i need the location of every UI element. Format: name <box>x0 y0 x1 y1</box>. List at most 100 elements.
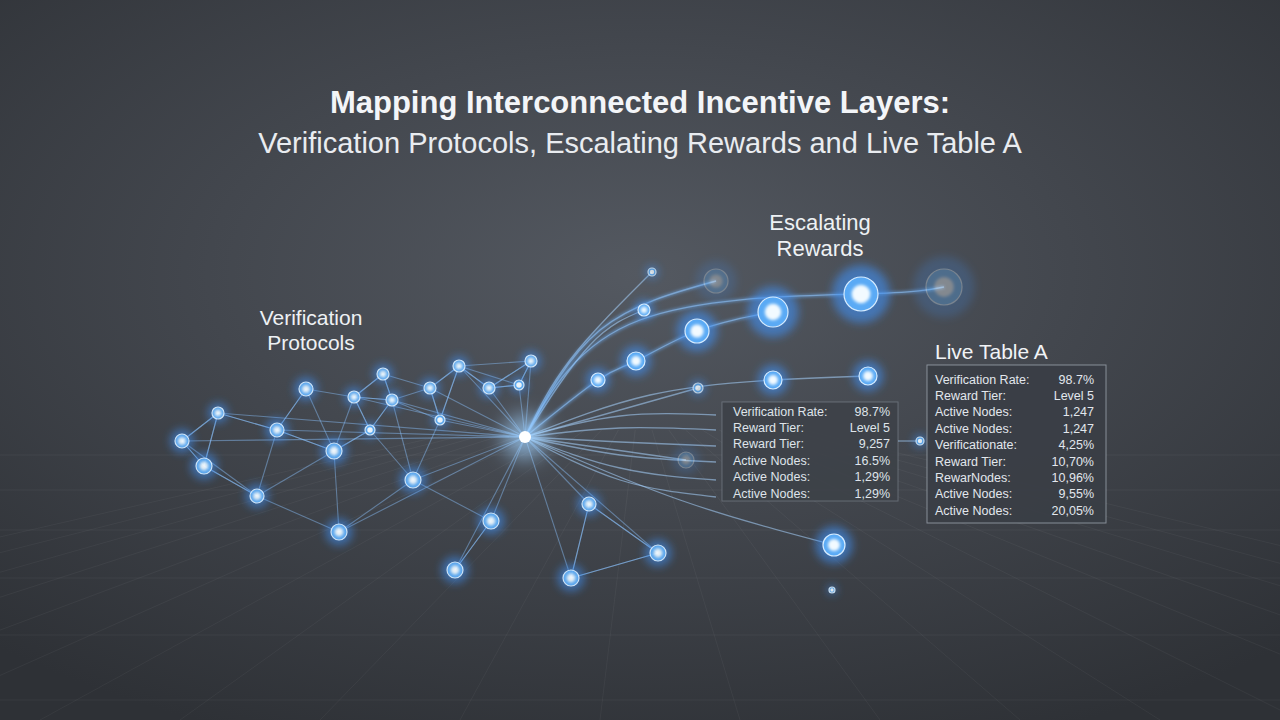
node-core <box>528 358 535 365</box>
network-link <box>459 361 531 366</box>
node-halo <box>690 380 707 397</box>
node-ring <box>326 443 342 459</box>
node-core <box>695 385 701 391</box>
node-ring <box>704 269 728 293</box>
node-halo <box>634 300 654 320</box>
node-halo <box>325 518 352 545</box>
reward-link <box>525 437 716 497</box>
glow-node <box>815 526 852 563</box>
glow-node <box>586 368 610 392</box>
glow-node <box>696 261 737 302</box>
node-core <box>650 270 654 274</box>
network-link <box>339 437 525 532</box>
node-core <box>918 439 922 443</box>
glow-node <box>265 418 289 442</box>
hub-glow <box>503 415 547 459</box>
node-ring <box>758 297 788 327</box>
node-ring <box>270 423 284 437</box>
glow-node <box>758 365 789 396</box>
node-core <box>456 363 463 370</box>
grid-line <box>0 430 551 720</box>
node-core <box>330 447 339 456</box>
middle-table-panel <box>722 402 898 501</box>
glow-node <box>449 356 469 376</box>
glow-node <box>170 429 194 453</box>
table-cell: Active Nodes: <box>935 487 1012 502</box>
node-core <box>682 456 691 465</box>
glow-node <box>577 492 601 516</box>
node-halo <box>449 356 469 376</box>
node-core <box>516 382 522 388</box>
node-ring <box>627 352 645 370</box>
table-cell: Level 5 <box>1054 389 1094 404</box>
glow-node <box>479 378 499 398</box>
glow-node <box>511 377 528 394</box>
glow-node <box>853 361 884 392</box>
table-cell: Verification Rate: <box>935 373 1030 388</box>
network-nodes <box>170 256 975 595</box>
node-halo <box>420 378 440 398</box>
node-halo <box>382 390 402 410</box>
table-cell: 1,29% <box>855 487 890 502</box>
table-cell: RewarNodes: <box>935 471 1011 486</box>
grid-line <box>0 430 534 720</box>
node-ring <box>386 394 398 406</box>
hub-core <box>519 431 531 443</box>
node-core <box>178 437 186 445</box>
node-halo <box>913 434 927 448</box>
node-halo <box>477 507 504 534</box>
glow-node <box>690 380 707 397</box>
node-core <box>253 492 261 500</box>
node-ring <box>212 407 224 419</box>
table-cell: Active Nodes: <box>935 504 1012 519</box>
table-cell: Active Nodes: <box>935 422 1012 437</box>
node-ring <box>447 562 463 578</box>
table-cell: 1,29% <box>855 470 890 485</box>
node-halo <box>521 351 541 371</box>
network-link <box>182 441 257 496</box>
node-core <box>828 539 840 551</box>
reward-link <box>525 428 716 437</box>
table-cell: Reward Tier: <box>935 389 1006 404</box>
node-ring <box>196 458 212 474</box>
table-panels <box>722 365 1106 523</box>
node-halo <box>758 365 789 396</box>
grid-line <box>0 430 484 720</box>
glow-node <box>634 300 654 320</box>
node-halo <box>645 265 659 279</box>
table-cell: 16.5% <box>855 454 890 469</box>
table-cell: 4,25% <box>1059 438 1094 453</box>
node-halo <box>815 526 852 563</box>
node-core <box>830 588 833 591</box>
node-halo <box>621 346 652 377</box>
node-core <box>409 476 418 485</box>
node-halo <box>208 403 228 423</box>
table-cell: Verificationate: <box>935 438 1017 453</box>
section-label: Live Table A <box>935 339 1048 364</box>
glow-node <box>477 507 504 534</box>
glow-node <box>677 311 718 352</box>
node-ring <box>175 434 189 448</box>
glow-node <box>432 412 449 429</box>
node-halo <box>827 585 837 595</box>
glow-node <box>441 556 468 583</box>
glow-node <box>913 256 974 317</box>
table-cell: Reward Tier: <box>733 421 804 436</box>
node-core <box>437 417 443 423</box>
node-core <box>487 517 496 526</box>
node-core <box>863 371 873 381</box>
node-halo <box>853 361 884 392</box>
table-cell: 98.7% <box>1059 373 1094 388</box>
floor-grid <box>0 430 1280 720</box>
diagram-title: Mapping Interconnected Incentive Layers: <box>330 84 950 121</box>
node-ring <box>693 383 703 393</box>
table-cell: Reward Tier: <box>733 437 804 452</box>
glow-node <box>344 387 364 407</box>
node-halo <box>373 364 393 384</box>
grid-line <box>460 430 618 720</box>
table-cell: Active Nodes: <box>733 487 810 502</box>
live-table-panel <box>927 365 1106 523</box>
node-core <box>351 394 358 401</box>
node-ring <box>823 534 845 556</box>
